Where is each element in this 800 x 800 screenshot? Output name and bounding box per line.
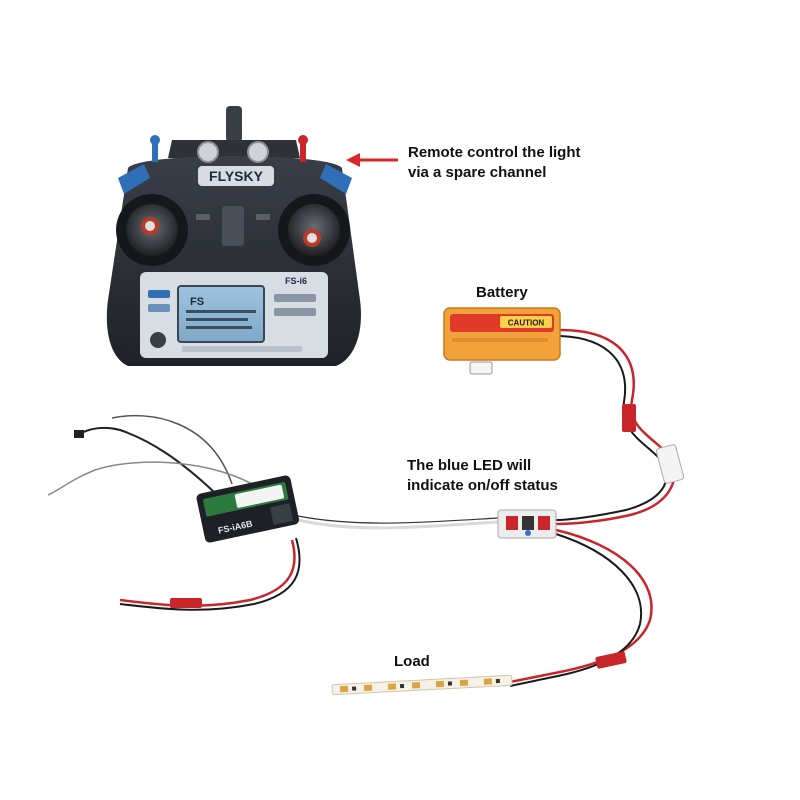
button-right-1 xyxy=(274,294,316,302)
switch-chip-1 xyxy=(506,516,518,530)
battery-jst-connector xyxy=(622,404,636,432)
load-lead-red xyxy=(509,528,653,684)
annotation-load: Load xyxy=(394,653,430,670)
model-label: FS-i6 xyxy=(285,276,307,286)
stick-left-cap xyxy=(145,221,155,231)
dial-left xyxy=(197,141,219,163)
brand-label: FLYSKY xyxy=(209,168,264,184)
switch-right-red xyxy=(300,140,306,162)
trim-left-h xyxy=(196,214,210,220)
receiver-label-white xyxy=(234,484,284,508)
dial-right xyxy=(247,141,269,163)
receiver-antenna-wire xyxy=(77,426,215,493)
blue-trim-right xyxy=(320,164,352,194)
load-jst-connector xyxy=(595,651,627,669)
annotation-remote-line-1: Remote control the light xyxy=(408,144,581,161)
battery-lead-black xyxy=(555,335,668,521)
jst-connector-bottom xyxy=(170,598,202,608)
annotation-led-line-1: The blue LED will xyxy=(407,457,532,474)
battery-caution-box xyxy=(500,316,552,328)
button-right-2 xyxy=(274,308,316,316)
cable-tag xyxy=(655,444,685,484)
lcd-screen xyxy=(177,285,265,343)
lcd-line-2 xyxy=(186,318,248,321)
annotation-remote-control: Remote control the light via a spare cha… xyxy=(408,143,581,183)
signal-wire-black xyxy=(297,515,499,524)
switch-chip-2 xyxy=(522,516,534,530)
switch-left-knob xyxy=(150,135,160,145)
switch-right-knob xyxy=(298,135,308,145)
button-left-1 xyxy=(148,290,170,298)
button-left-2 xyxy=(148,304,170,312)
pointer-arrow xyxy=(346,153,398,167)
lcd-logo: FS xyxy=(190,296,204,308)
led-chips xyxy=(339,678,500,693)
battery-caution-text: CAUTION xyxy=(508,319,545,328)
transmitter-handle xyxy=(168,140,300,158)
led-strip xyxy=(331,674,513,696)
trim-center xyxy=(222,206,244,246)
switch-left-blue xyxy=(152,140,158,162)
receiver-antenna-wire-2 xyxy=(111,414,233,485)
switch-module xyxy=(497,509,557,539)
battery: CAUTION xyxy=(443,307,561,375)
wires xyxy=(47,328,685,687)
led-strip-tape xyxy=(331,674,513,696)
power-button xyxy=(150,332,166,348)
receiver-grey-wire xyxy=(47,461,273,499)
annotation-remote-line-2: via a spare channel xyxy=(408,164,547,181)
battery-stripe xyxy=(452,338,548,342)
antenna-tip xyxy=(74,430,84,438)
blue-trim-left xyxy=(118,164,150,194)
annotation-battery: Battery xyxy=(476,284,528,301)
lcd-line-3 xyxy=(186,326,252,329)
footer-strip xyxy=(182,346,302,352)
annotation-led-line-2: indicate on/off status xyxy=(407,477,558,494)
transmitter: FLYSKY FS FS-i6 xyxy=(106,106,361,366)
receiver-power-lead-red xyxy=(119,539,296,608)
stick-right-cap xyxy=(307,233,317,243)
battery-balance-plug xyxy=(469,361,493,375)
status-led xyxy=(525,530,531,536)
receiver-pins xyxy=(269,503,294,525)
transmitter-antenna xyxy=(226,106,242,142)
signal-wire xyxy=(297,518,499,530)
receiver: FS-iA6B xyxy=(196,475,300,543)
annotation-blue-led: The blue LED will indicate on/off status xyxy=(407,456,558,496)
receiver-power-lead-black xyxy=(119,537,301,611)
trim-right-h xyxy=(256,214,270,220)
brand-plate xyxy=(198,166,274,186)
load-lead-black xyxy=(509,533,643,687)
switch-chip-3 xyxy=(538,516,550,530)
lcd-line-1 xyxy=(186,310,256,313)
